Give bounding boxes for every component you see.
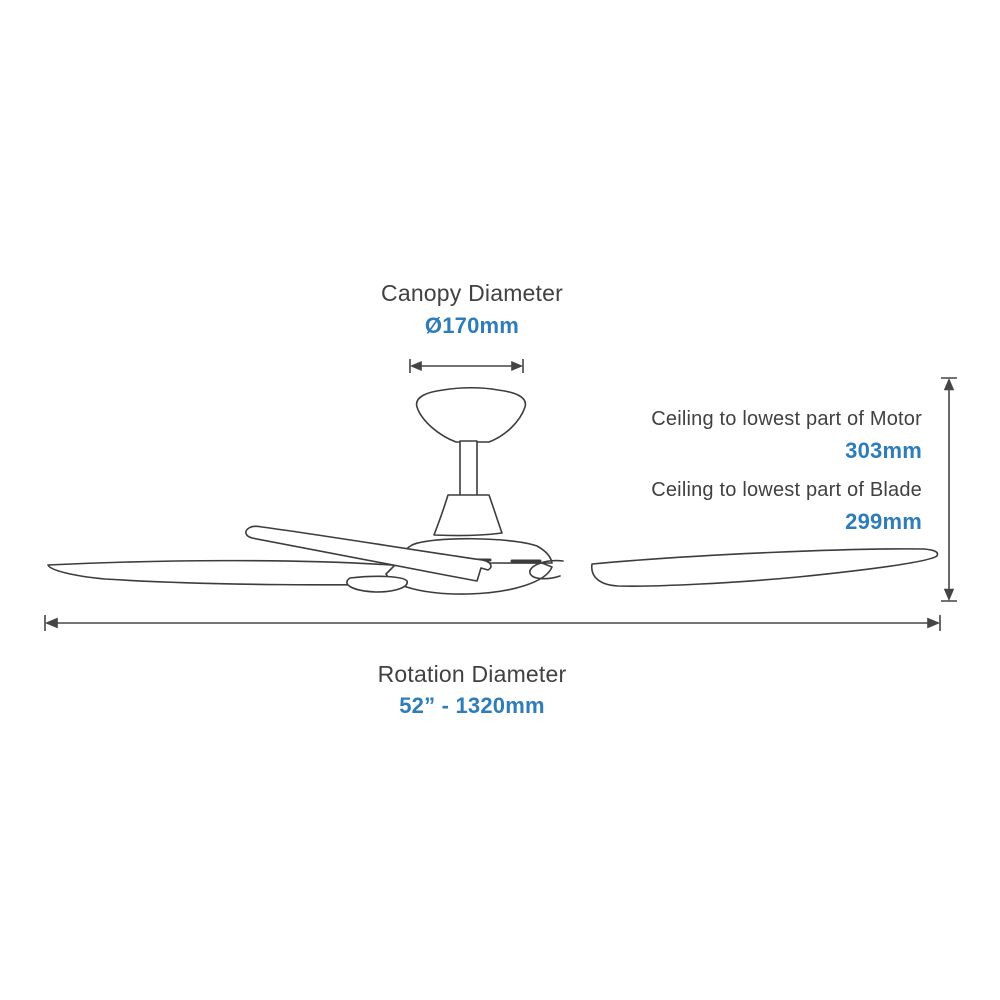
fan-back-blade [346, 575, 408, 593]
fan-right-blade [591, 548, 939, 587]
fan-canopy [415, 386, 527, 443]
rotation-dimension-line [44, 615, 941, 631]
fan-front-blade [245, 525, 492, 582]
fan-blade-iron-curl [529, 559, 564, 580]
canopy-dimension-line [409, 359, 524, 373]
fan-downrod [459, 440, 478, 498]
rotation-diameter-value: 52” - 1320mm [399, 693, 545, 718]
blade-drop-label: Ceiling to lowest part of Blade [651, 479, 922, 501]
ceiling-drop-dimension-line [941, 377, 957, 602]
canopy-diameter-label: Canopy Diameter [381, 280, 563, 306]
rotation-diameter-label: Rotation Diameter [377, 661, 567, 687]
canopy-diameter-value: Ø170mm [424, 313, 520, 338]
blade-drop-value: 299mm [845, 509, 922, 534]
fan-mount-cone [433, 494, 503, 537]
motor-drop-label: Ceiling to lowest part of Motor [651, 408, 922, 430]
motor-drop-value: 303mm [845, 438, 922, 463]
